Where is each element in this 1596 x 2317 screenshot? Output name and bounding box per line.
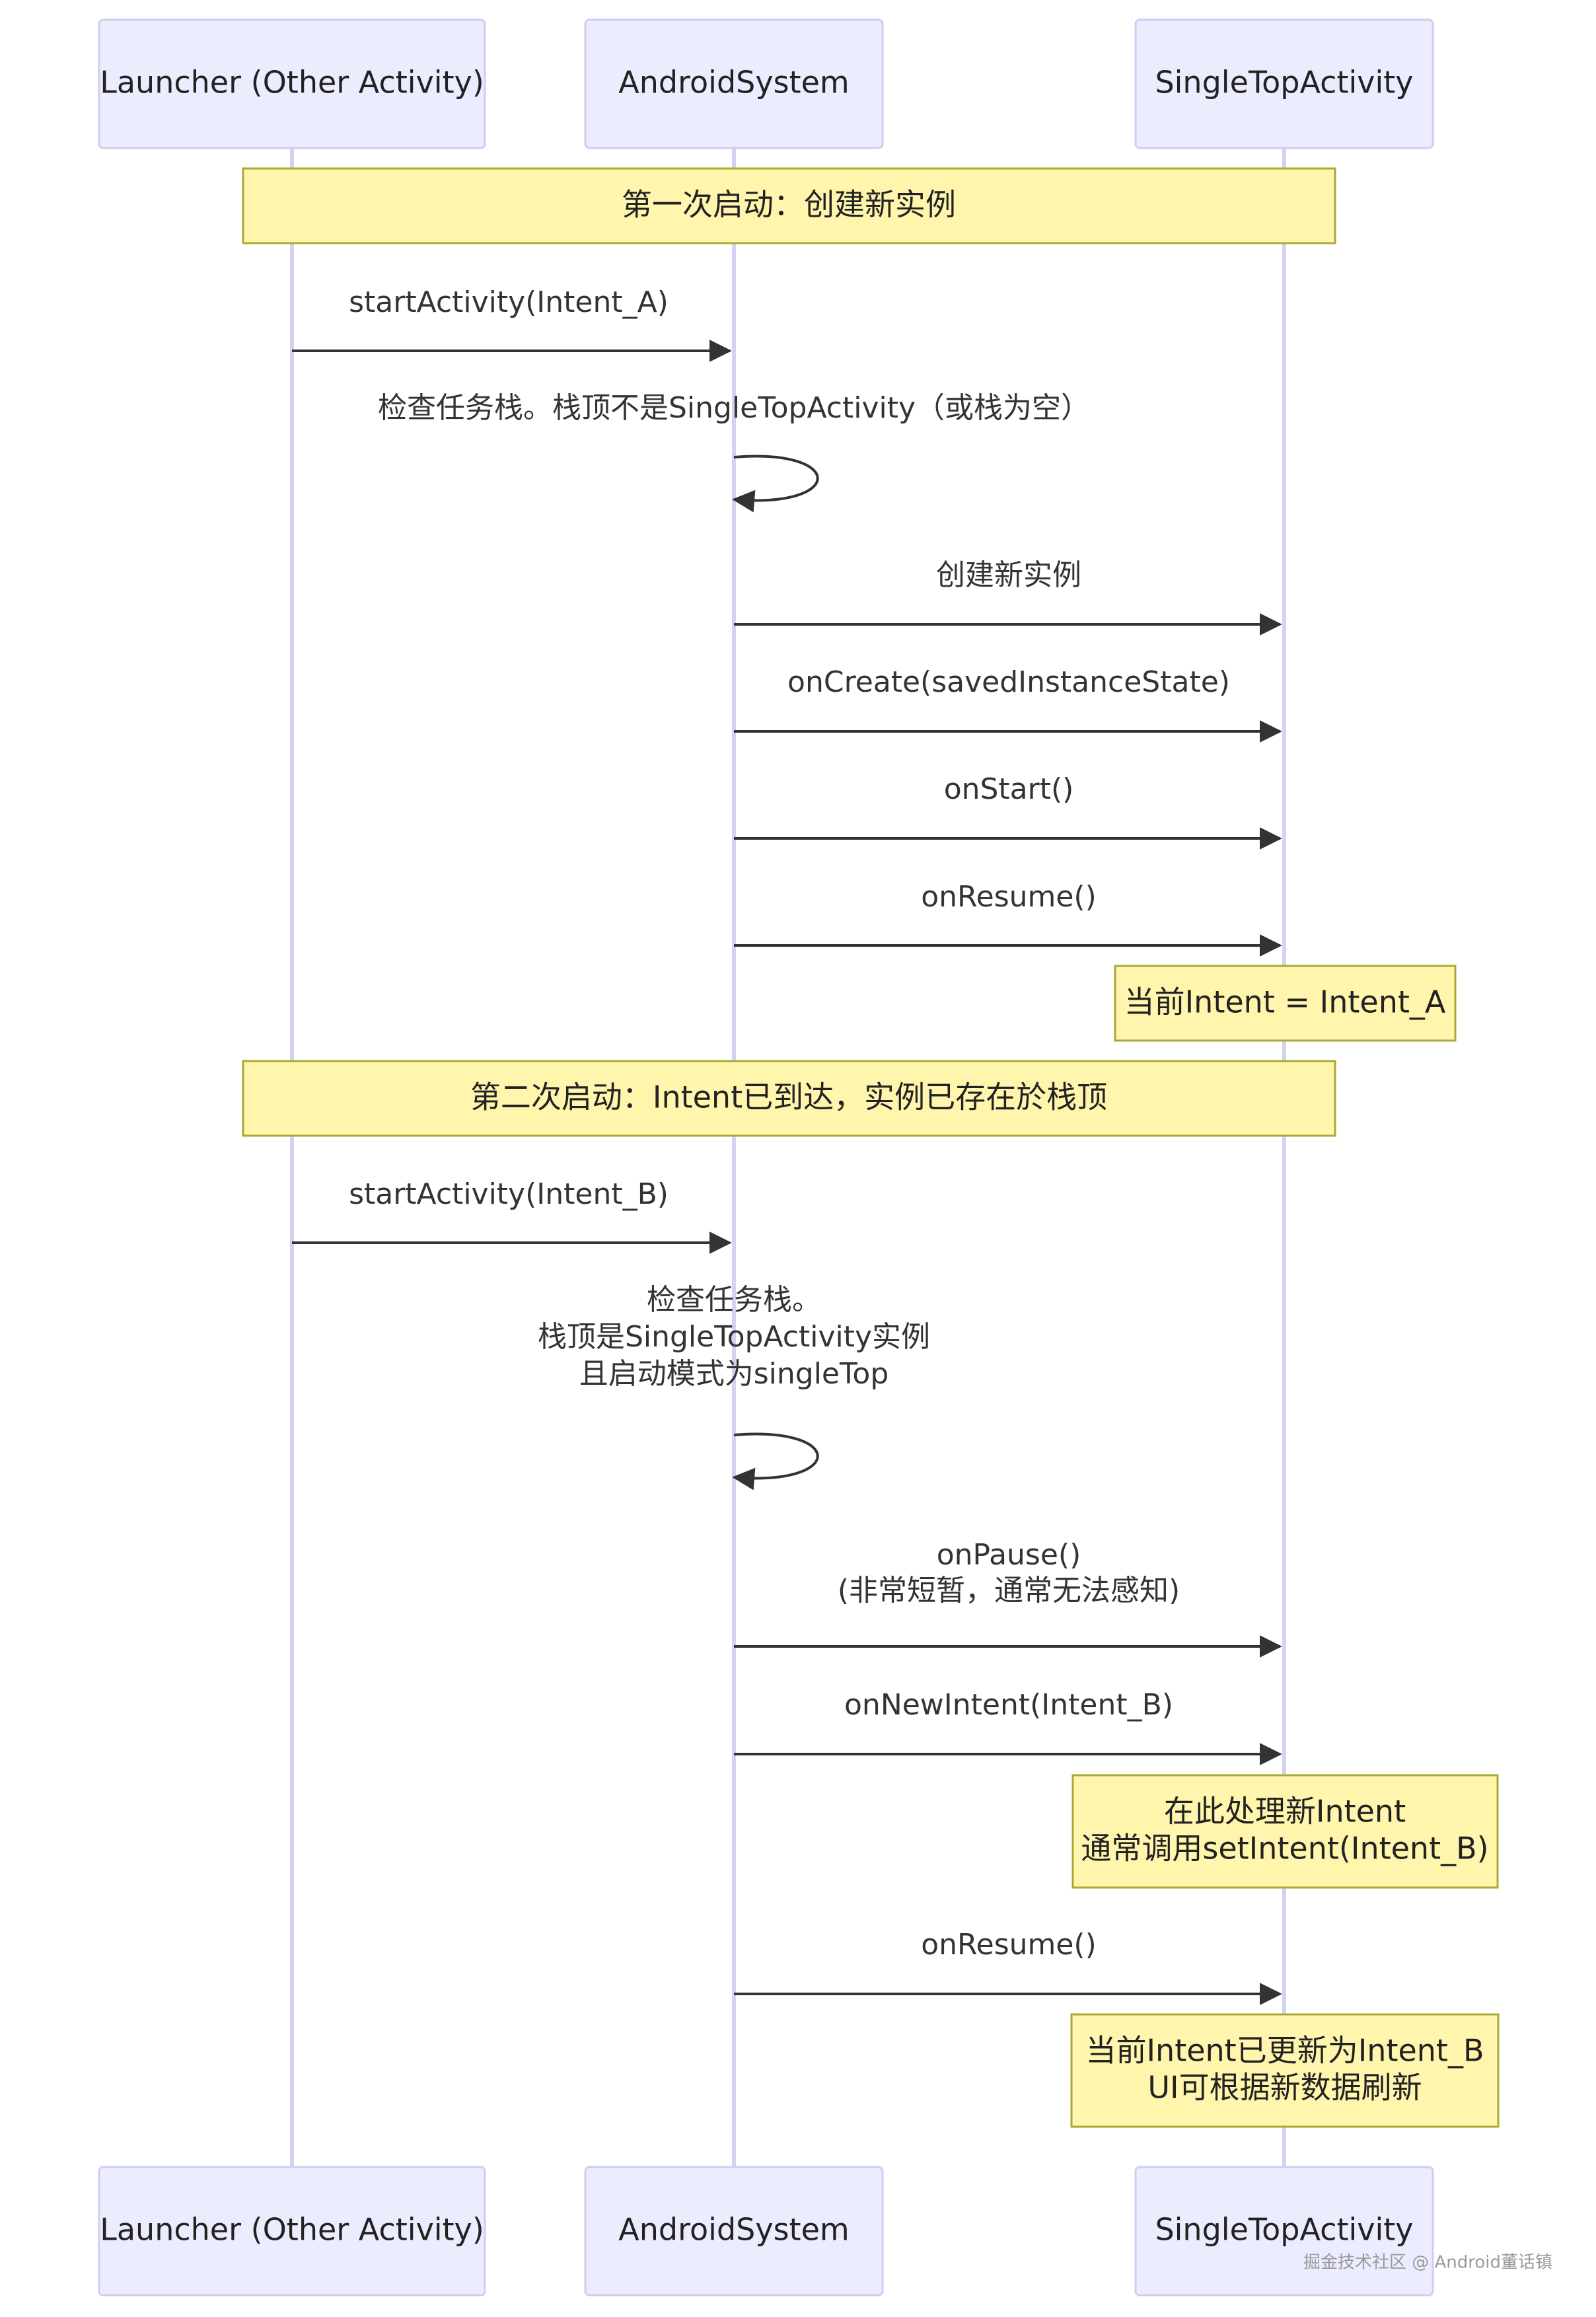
note-text-line1: 在此处理新Intent (1164, 1794, 1406, 1829)
message-label-start-b: startActivity(Intent_B) (349, 1177, 669, 1211)
section-note-text: 第二次启动：Intent已到达，实例已存在於栈顶 (470, 1080, 1107, 1115)
participant-launcher-top: Launcher (Other Activity) (98, 18, 486, 149)
message-label-check-1: 检查任务栈。栈顶不是SingleTopActivity（或栈为空） (378, 391, 1090, 425)
section-note-first-launch: 第一次启动：创建新实例 (242, 167, 1336, 244)
section-note-text: 第一次启动：创建新实例 (622, 187, 956, 223)
message-label-check-2-line2: 栈顶是SingleTopActivity实例 (538, 1320, 930, 1354)
message-label-check-2-line1: 检查任务栈。 (647, 1283, 821, 1317)
watermark-text: 掘金技术社区 @ Android董话镇 (1303, 2253, 1552, 2273)
participant-label: Launcher (Other Activity) (100, 65, 484, 100)
message-label-start-a: startActivity(Intent_A) (349, 285, 669, 319)
participant-singletop-activity-top: SingleTopActivity (1134, 18, 1434, 149)
message-label-create-instance: 创建新实例 (936, 558, 1081, 592)
message-label-on-start: onStart() (944, 772, 1074, 806)
participant-android-system-bottom: AndroidSystem (584, 2166, 884, 2297)
message-label-on-resume-1: onResume() (921, 880, 1097, 914)
note-text-line2: UI可根据新数据刷新 (1147, 2070, 1422, 2106)
participant-label: Launcher (Other Activity) (100, 2212, 484, 2248)
self-message-check-1 (732, 455, 819, 513)
message-label-check-2-line3: 且启动模式为singleTop (579, 1357, 889, 1391)
note-handle-new-intent: 在此处理新Intent 通常调用setIntent(Intent_B) (1071, 1774, 1499, 1889)
message-label-on-pause-line1: onPause() (937, 1538, 1081, 1572)
note-updated-intent-b: 当前Intent已更新为Intent_B UI可根据新数据刷新 (1070, 2013, 1500, 2128)
note-text-line1: 当前Intent已更新为Intent_B (1085, 2033, 1484, 2069)
participant-launcher-bottom: Launcher (Other Activity) (98, 2166, 486, 2297)
section-note-second-launch: 第二次启动：Intent已到达，实例已存在於栈顶 (242, 1060, 1336, 1137)
message-label-on-pause-line2: (非常短暂，通常无法感知) (838, 1574, 1180, 1607)
note-current-intent-a: 当前Intent = Intent_A (1114, 965, 1457, 1042)
self-message-check-2 (732, 1432, 819, 1490)
participant-android-system-top: AndroidSystem (584, 18, 884, 149)
message-label-on-create: onCreate(savedInstanceState) (787, 665, 1230, 699)
participant-label: SingleTopActivity (1155, 65, 1413, 100)
message-label-on-new-intent: onNewIntent(Intent_B) (844, 1688, 1173, 1722)
participant-label: AndroidSystem (618, 65, 849, 100)
participant-label: SingleTopActivity (1155, 2212, 1413, 2248)
note-text-line2: 通常调用setIntent(Intent_B) (1081, 1831, 1488, 1866)
participant-singletop-activity-bottom: SingleTopActivity (1134, 2166, 1434, 2297)
participant-label: AndroidSystem (618, 2212, 849, 2248)
note-text: 当前Intent = Intent_A (1124, 984, 1446, 1020)
message-label-on-resume-2: onResume() (921, 1928, 1097, 1962)
